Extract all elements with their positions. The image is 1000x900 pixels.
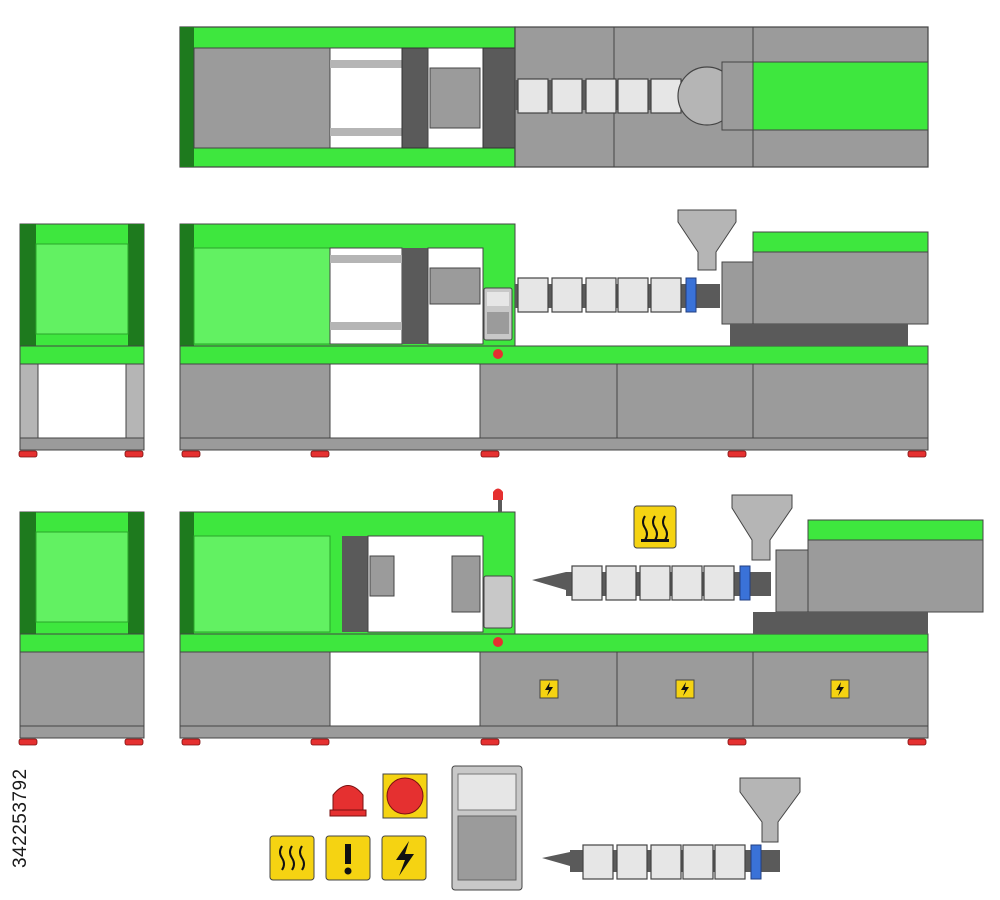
beacon-light-icon	[329, 785, 367, 817]
machine-open-mold	[18, 488, 984, 746]
emergency-stop-button[interactable]	[493, 349, 503, 359]
emergency-stop-icon[interactable]	[382, 773, 428, 819]
warning-exclamation-icon	[325, 835, 371, 881]
hot-surface-icon	[269, 835, 315, 881]
machine-top-view	[179, 26, 929, 168]
high-voltage-icon	[381, 835, 427, 881]
control-panel-icon[interactable]	[483, 287, 513, 341]
hot-surface-icon	[633, 505, 677, 549]
stock-id-label: 342253792	[10, 768, 31, 868]
control-panel-icon[interactable]	[451, 765, 523, 891]
machine-closed-mold	[18, 209, 929, 458]
beacon-light	[493, 488, 503, 512]
parts-and-icons	[269, 765, 801, 891]
